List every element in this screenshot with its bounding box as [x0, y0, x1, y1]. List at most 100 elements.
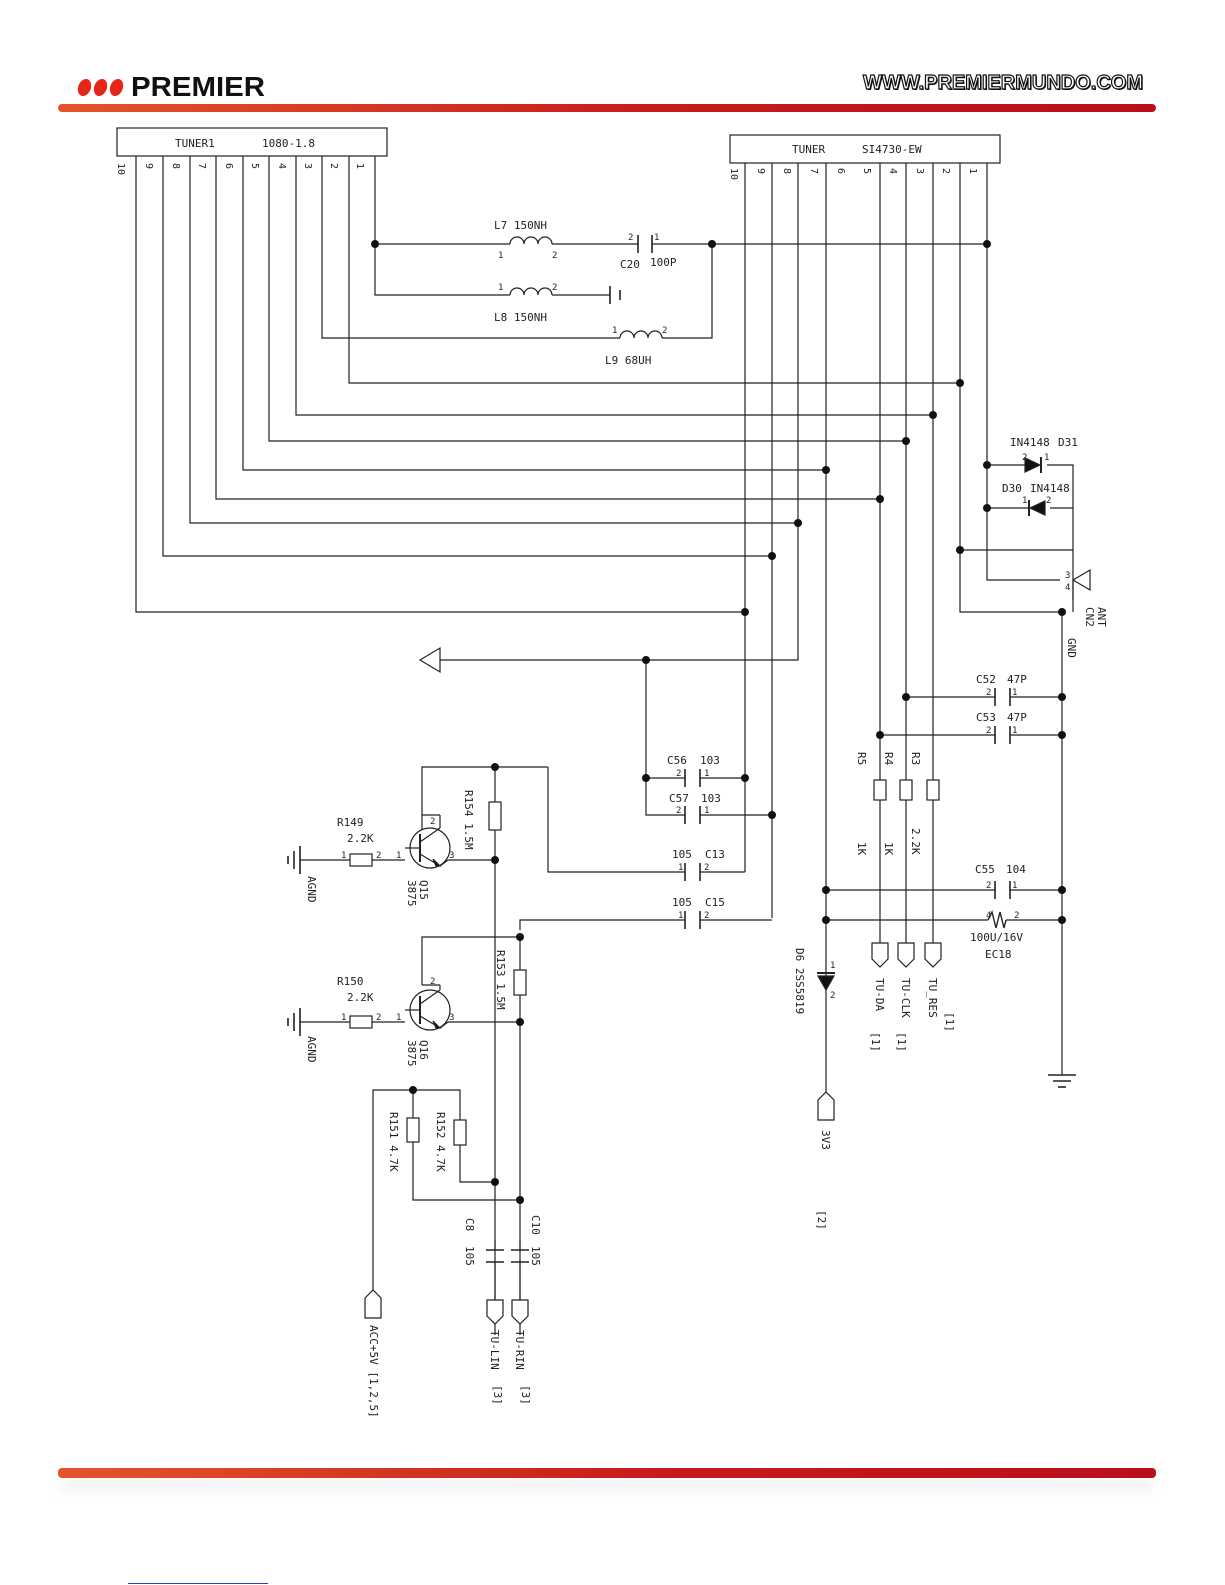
label-c8-value: 105 — [463, 1246, 476, 1266]
tuner1-pin-label: 8 — [170, 163, 181, 169]
pin-number: 1 — [396, 851, 401, 861]
website-url[interactable]: WWW.PREMIERMUNDO.COM — [862, 71, 1143, 94]
label-r4: R4 — [882, 752, 895, 766]
label-ec18: EC18 — [985, 948, 1012, 961]
label-tu-res: TU_RES — [926, 978, 939, 1018]
label-c20: C20 — [620, 258, 640, 271]
pin-number: 2 — [662, 326, 667, 336]
pin-number: 1 — [498, 251, 503, 261]
inductor-l7 — [509, 236, 553, 245]
tuner2-pin-label: 2 — [940, 168, 951, 174]
resistor-r154 — [488, 801, 502, 831]
signal-flag-icon — [418, 646, 441, 674]
pin-number: 2 — [704, 911, 709, 921]
label-r149: R149 — [337, 816, 364, 829]
pin-number: 1 — [396, 1013, 401, 1023]
tuner2-pin-label: 1 — [967, 168, 978, 174]
agnd-symbol-icon — [287, 846, 301, 874]
header-divider — [58, 104, 1156, 112]
inductors — [509, 236, 663, 339]
tuner1-pin-label: 9 — [143, 163, 154, 169]
label-d6: D6 2SS5819 — [793, 948, 806, 1014]
pin-number: 1 — [704, 769, 709, 779]
label-r3: R3 — [909, 752, 922, 765]
label-q15: Q15 — [417, 880, 430, 900]
diode-d31-icon — [1024, 457, 1042, 473]
label-c55-value: 104 — [1006, 863, 1026, 876]
diode-d6-icon — [816, 975, 836, 992]
junctions — [371, 240, 1066, 1204]
tuner1-pin-label: 2 — [328, 163, 339, 169]
tuner1-pin-label: 5 — [249, 163, 260, 169]
pin-number: 2 — [830, 991, 835, 1001]
label-c15-value: 105 — [672, 896, 692, 909]
port-tu-rin-icon — [511, 1299, 529, 1325]
pin-number: 2 — [986, 881, 991, 891]
tuner1-model: 1080-1.8 — [262, 137, 315, 150]
resistors — [349, 779, 940, 1146]
label-c57-value: 103 — [701, 792, 721, 805]
label-agnd-2: AGND — [305, 1036, 318, 1063]
label-r150: R150 — [337, 975, 364, 988]
pin-number: 3 — [449, 851, 454, 861]
pin-number: 1 — [612, 326, 617, 336]
tuner2-pin-label: 7 — [808, 168, 819, 174]
tuner2-block: TUNER SI4730-EW 10 9 8 7 6 5 4 3 2 1 — [728, 134, 1001, 180]
tuner2-pin-label: 6 — [835, 168, 846, 174]
pin-number: 4 — [986, 911, 991, 921]
port-acc-icon — [364, 1289, 382, 1319]
pin-number: 1 — [341, 1013, 346, 1023]
resistor-r4 — [899, 779, 913, 801]
label-d30: D30 — [1002, 482, 1022, 495]
tuner1-pin-label: 3 — [302, 163, 313, 169]
label-c56: C56 — [667, 754, 687, 767]
label-c55: C55 — [975, 863, 995, 876]
tuner1-pin-label: 10 — [115, 163, 126, 175]
port-tu-clk-icon — [897, 942, 915, 968]
label-r149-value: 2.2K — [347, 832, 374, 845]
resistor-r153 — [513, 969, 527, 996]
tuner2-pin-label: 10 — [728, 168, 739, 180]
pin-number: 1 — [341, 851, 346, 861]
label-r5: R5 — [855, 752, 868, 765]
tuner2-model: SI4730-EW — [862, 143, 922, 156]
label-tu-rin-ref: [3] — [519, 1385, 532, 1405]
component-labels: L7 150NH L8 150NH L9 68UH C20 100P IN414… — [305, 219, 1108, 1266]
pin-number: 1 — [1012, 881, 1017, 891]
tuner1-box — [116, 127, 388, 157]
label-tu-lin: TU-LIN — [488, 1330, 501, 1370]
label-c20-value: 100P — [650, 256, 677, 269]
port-tu-lin-icon — [486, 1299, 504, 1325]
capacitors — [486, 235, 1011, 1263]
transistor-q16 — [405, 984, 451, 1031]
pin-number: 2 — [986, 726, 991, 736]
tuner1-pin-label: 1 — [354, 163, 365, 169]
label-c52-value: 47P — [1007, 673, 1027, 686]
label-tu-da-ref: [1] — [869, 1032, 882, 1052]
tuner2-pin-label: 9 — [755, 168, 766, 174]
label-r3-value: 2.2K — [909, 828, 922, 855]
label-gnd: GND — [1065, 638, 1078, 658]
pin-number: 2 — [986, 688, 991, 698]
pin-number: 1 — [1044, 453, 1049, 463]
port-tu-res-icon — [924, 942, 942, 968]
diodes — [816, 457, 1046, 992]
label-r153: R153 1.5M — [494, 950, 507, 1010]
tuner1-pin-label: 7 — [196, 163, 207, 169]
label-q15-value: 3875 — [405, 880, 418, 907]
label-c13: C13 — [705, 848, 725, 861]
agnd-symbol-icon — [287, 1008, 301, 1036]
pin-number: 2 — [376, 851, 381, 861]
label-c10: C10 — [529, 1215, 542, 1235]
premier-logo: PREMIER — [76, 70, 265, 104]
label-c53: C53 — [976, 711, 996, 724]
label-c15: C15 — [705, 896, 725, 909]
label-l7: L7 150NH — [494, 219, 547, 232]
label-ant: ANT — [1095, 607, 1108, 627]
pin-number: 4 — [1065, 583, 1070, 593]
tuner1-block: TUNER1 1080-1.8 10 9 8 7 6 5 4 3 2 1 — [115, 127, 388, 175]
pin-number: 2 — [552, 283, 557, 293]
pin-number: 1 — [1012, 688, 1017, 698]
tuner2-pin-label: 5 — [861, 168, 872, 174]
